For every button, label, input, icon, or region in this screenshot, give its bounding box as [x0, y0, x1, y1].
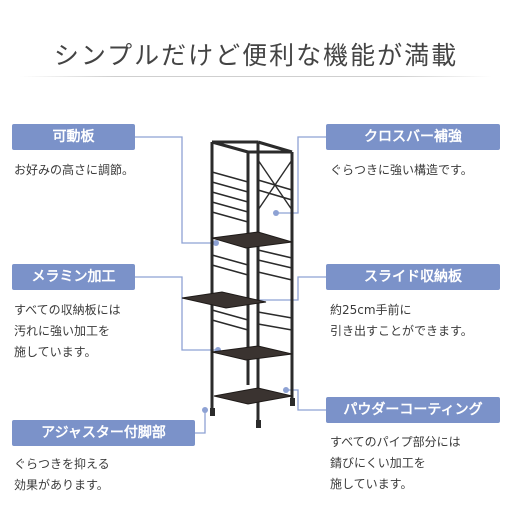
desc-line: 引き出すことができます。 [330, 324, 473, 338]
badge-powder-coating: パウダーコーティング [326, 397, 500, 423]
shelf-slide [181, 291, 267, 309]
desc-adjustable-shelf: お好みの高さに調節。 [14, 160, 134, 181]
desc-line: 錆びにくい加工を [330, 456, 426, 470]
desc-cross-bar: ぐらつきに強い構造です。 [330, 160, 473, 181]
leader-adjustable-shelf [135, 136, 216, 244]
leader-lines [135, 136, 326, 434]
badge-adjuster: アジャスター付脚部 [12, 420, 195, 446]
badge-adjustable-shelf: 可動板 [12, 124, 135, 150]
leader-slide-shelf [245, 276, 326, 301]
desc-line: お好みの高さに調節。 [14, 163, 135, 177]
desc-line: 約25cm手前に [330, 303, 412, 317]
leader-adjuster [195, 410, 206, 434]
headline: シンプルだけど便利な機能が満載 [53, 41, 459, 70]
desc-line: 施しています。 [14, 345, 97, 359]
badge-slide-shelf: スライド収納板 [326, 264, 500, 290]
headline-divider [20, 76, 492, 77]
desc-line: すべてのパイプ部分には [330, 435, 461, 449]
shelf-bottom [213, 387, 293, 405]
desc-powder-coating: すべてのパイプ部分には 錆びにくい加工を 施しています。 [330, 432, 461, 495]
leader-cross-bar [276, 136, 326, 214]
cross-bar [257, 159, 293, 211]
desc-adjuster: ぐらつきを抑える 効果があります。 [14, 454, 110, 496]
desc-line: ぐらつきを抑える [14, 457, 110, 471]
desc-slide-shelf: 約25cm手前に 引き出すことができます。 [330, 300, 473, 342]
shelf-upper [211, 231, 293, 249]
shelf-middle [211, 345, 293, 361]
desc-line: 施しています。 [330, 477, 413, 491]
desc-line: すべての収納板には [14, 303, 121, 317]
desc-melamine: すべての収納板には 汚れに強い加工を 施しています。 [14, 300, 121, 363]
desc-line: 汚れに強い加工を [14, 324, 111, 338]
badge-cross-bar: クロスバー補強 [326, 124, 500, 150]
shelves [181, 231, 293, 405]
badge-melamine: メラミン加工 [12, 264, 135, 290]
side-rails [211, 171, 293, 331]
leader-melamine [135, 276, 218, 351]
desc-line: 効果があります。 [14, 478, 109, 492]
shelf-frame [210, 140, 294, 422]
desc-line: ぐらつきに強い構造です。 [330, 163, 473, 177]
adjuster-feet [210, 398, 295, 428]
